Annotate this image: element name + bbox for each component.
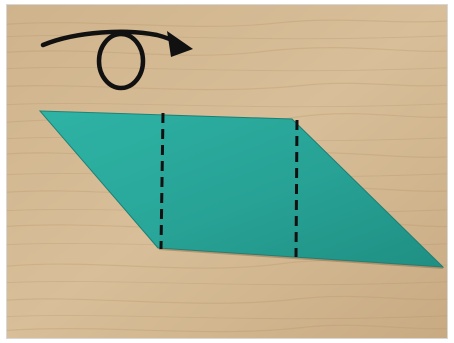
fold-line-right: [296, 120, 297, 257]
fold-line-left: [161, 113, 163, 249]
photo: [6, 4, 448, 339]
origami-photo: [7, 5, 448, 339]
